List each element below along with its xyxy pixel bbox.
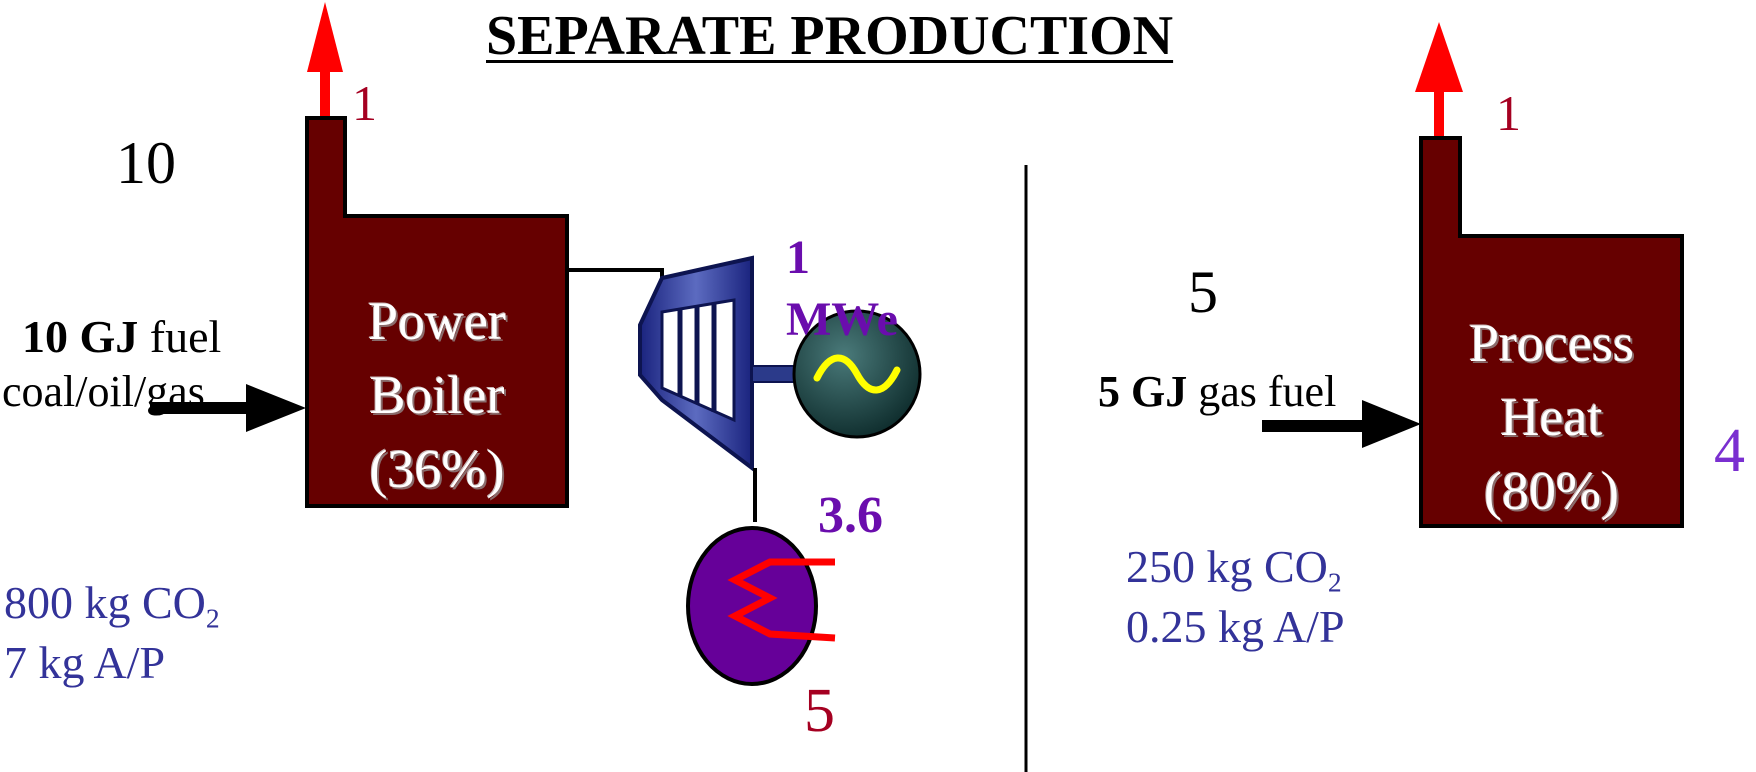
left-stack-loss: 1 [352, 75, 377, 131]
generator-icon [792, 309, 922, 439]
steam-pipe [567, 268, 664, 286]
left-fuel-label: 10 GJ fuel [22, 314, 221, 360]
left-ap-emissions: 7 kg A/P [4, 637, 166, 688]
heat-output-value: 4 [1714, 417, 1745, 485]
process-heat-shape [1419, 136, 1684, 528]
process-heat-label: Process Heat (80%) [1421, 316, 1682, 518]
process-heat-line3: (80%) [1484, 461, 1619, 521]
left-input-number: 10 [116, 130, 176, 196]
right-co2-sub: 2 [1327, 566, 1342, 598]
left-exhaust-arrow-icon [307, 2, 343, 120]
right-input-number: 5 [1188, 259, 1218, 325]
left-co2-text: 800 kg CO [4, 577, 206, 628]
right-co2-emissions: 250 kg CO2 [1126, 544, 1342, 596]
condenser-value: 3.6 [818, 487, 883, 544]
process-heat-line1: Process [1469, 313, 1634, 373]
left-fuel-arrow-icon [150, 384, 306, 432]
power-boiler-label: Power Boiler (36%) [307, 294, 567, 496]
right-exhaust-arrow-icon [1415, 22, 1463, 140]
power-boiler-line1: Power [368, 291, 506, 351]
power-output-value: 1 [786, 231, 810, 284]
power-output-unit: MWe [786, 293, 898, 346]
right-fuel-arrow-icon [1262, 400, 1421, 448]
power-boiler-shape [305, 116, 569, 508]
right-fuel-label: 5 GJ gas fuel [1098, 370, 1336, 414]
left-co2-emissions: 800 kg CO2 [4, 580, 220, 632]
condenser-icon [686, 526, 836, 686]
left-fuel-amount: 10 GJ [22, 311, 139, 362]
right-ap-emissions: 0.25 kg A/P [1126, 601, 1345, 652]
right-fuel-word: gas fuel [1198, 367, 1337, 416]
page-title: SEPARATE PRODUCTION [486, 5, 1174, 67]
generator-shaft [751, 365, 795, 383]
right-co2-text: 250 kg CO [1126, 541, 1328, 592]
condenser-loss: 5 [804, 677, 835, 745]
right-stack-loss: 1 [1496, 85, 1521, 141]
left-fuel-word: fuel [149, 311, 222, 362]
right-fuel-amount: 5 GJ [1098, 367, 1188, 416]
left-fuel-types: coal/oil/gas [2, 367, 205, 416]
process-heat-line2: Heat [1500, 387, 1603, 447]
power-boiler-line2: Boiler [369, 365, 505, 425]
power-boiler-line3: (36%) [369, 439, 505, 499]
turbine-icon [638, 255, 754, 473]
left-co2-sub: 2 [205, 602, 220, 634]
